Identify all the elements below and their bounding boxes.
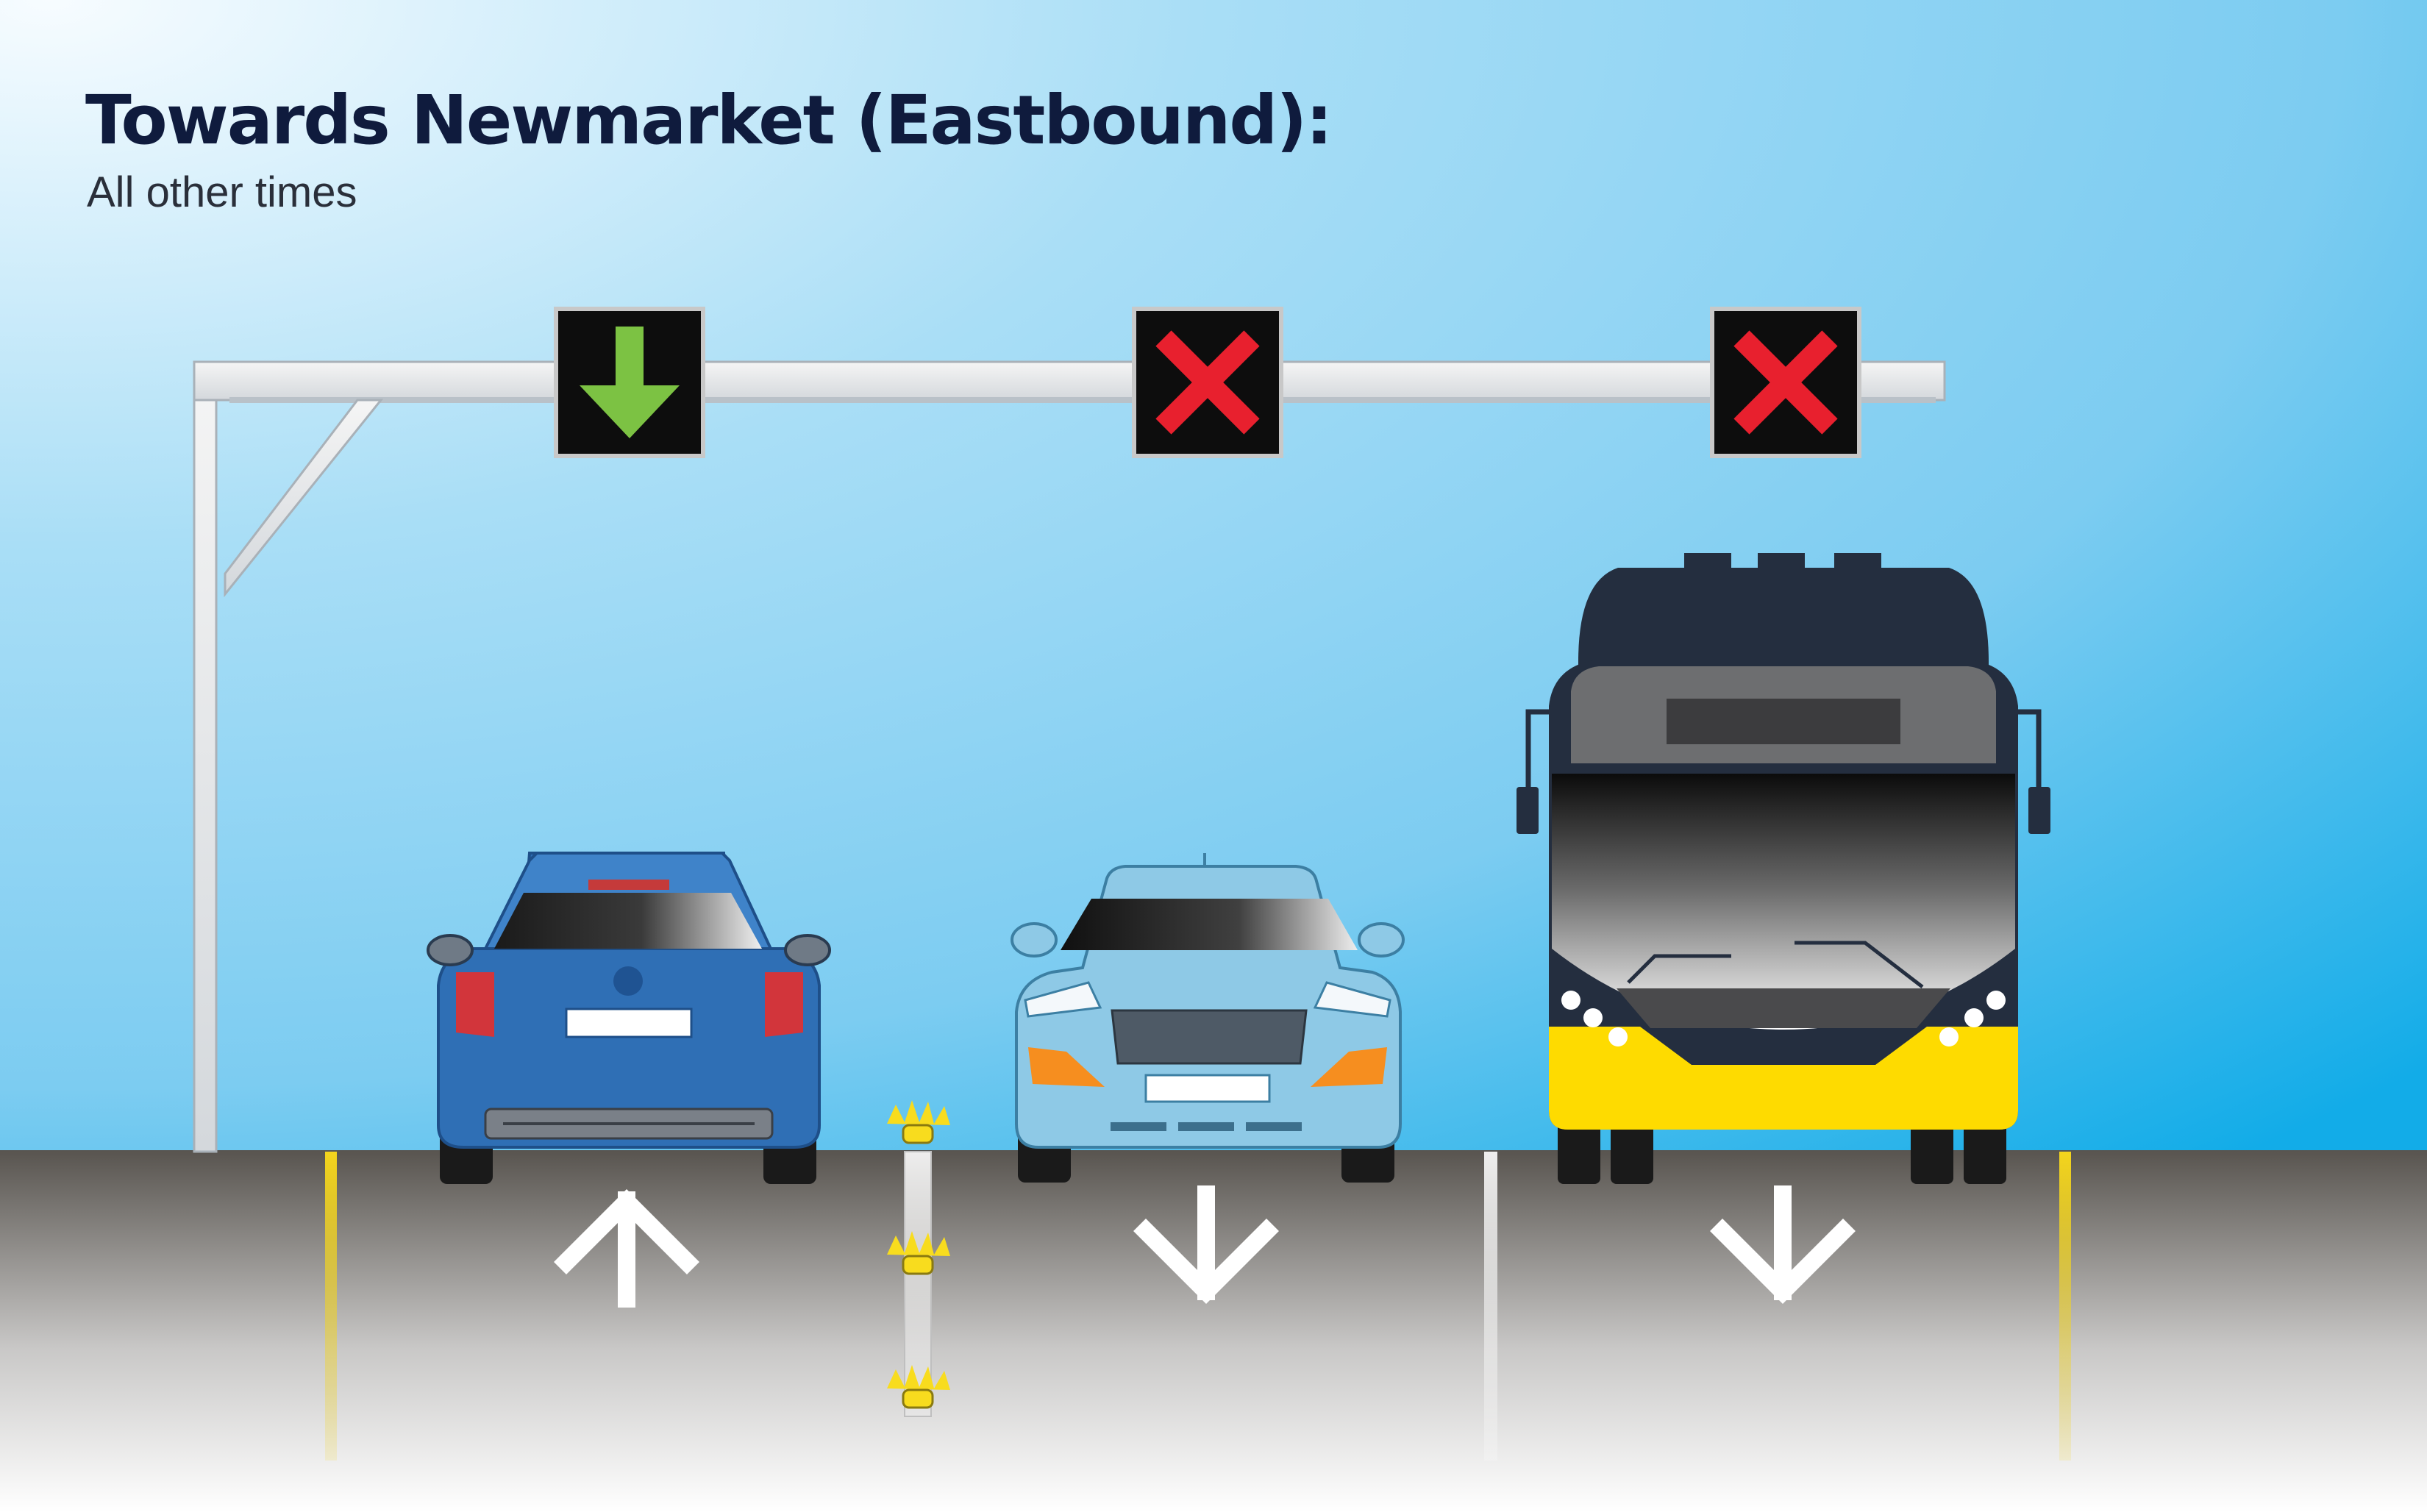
page-subtitle: All other times xyxy=(87,168,357,216)
road-reflector-icon xyxy=(887,1365,950,1409)
green-down-arrow-icon xyxy=(580,327,680,438)
red-x-icon xyxy=(1733,330,1838,435)
bus-front-icon xyxy=(1517,553,2050,1184)
left-edge-yellow-line xyxy=(325,1152,337,1461)
light-blue-car-front-icon xyxy=(1011,853,1405,1183)
overhead-gantry xyxy=(193,360,1946,1153)
lane-signal-2 xyxy=(1132,307,1283,458)
lane2-down-arrow-icon xyxy=(1133,1185,1279,1304)
lane1-up-arrow-icon xyxy=(554,1189,699,1308)
road-reflector-icon xyxy=(887,1100,950,1144)
road-reflector-icon xyxy=(887,1231,950,1275)
lane-divider-white-line xyxy=(1484,1152,1497,1461)
lane3-down-arrow-icon xyxy=(1710,1185,1856,1304)
right-edge-yellow-line xyxy=(2059,1152,2071,1461)
blue-sedan-rear-icon xyxy=(427,852,831,1184)
red-x-icon xyxy=(1155,330,1260,435)
lane-signal-3 xyxy=(1710,307,1861,458)
page-title: Towards Newmarket (Eastbound): xyxy=(85,81,1333,160)
lane-signal-1 xyxy=(554,307,705,458)
